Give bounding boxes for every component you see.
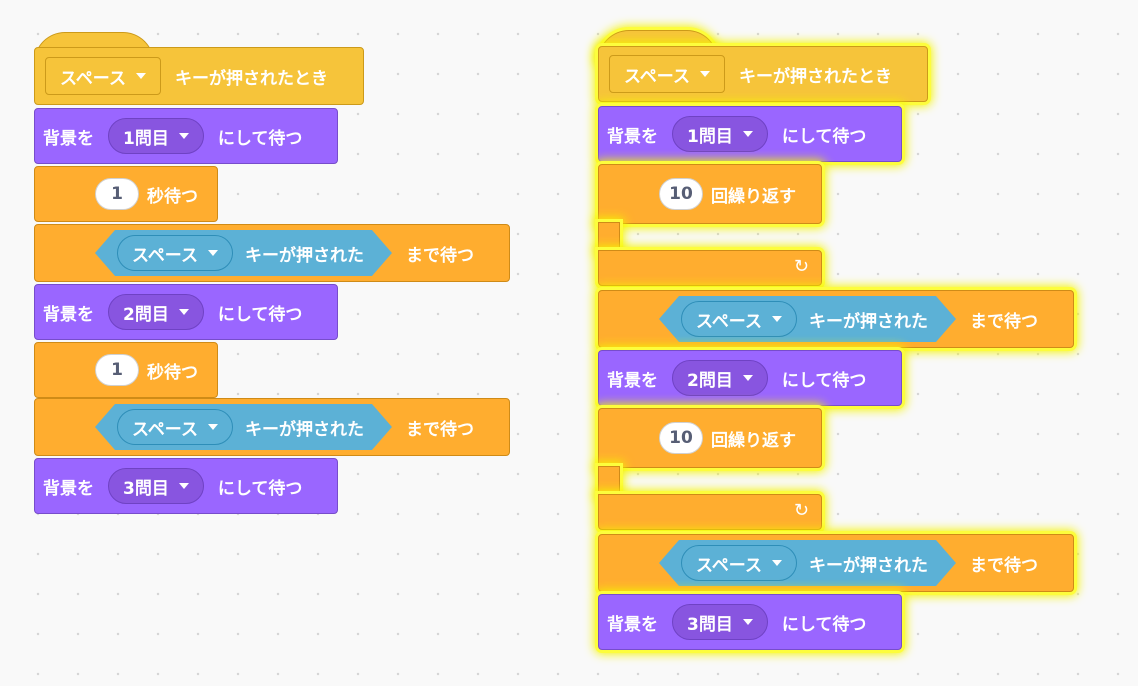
seconds-input[interactable]: 1 (95, 354, 139, 386)
chevron-down-icon (742, 619, 753, 625)
backdrop-dropdown[interactable]: 1問目 (672, 116, 768, 152)
switch-backdrop-block[interactable]: 背景を 1問目 にして待つ (34, 108, 338, 164)
switch-backdrop-block[interactable]: 背景を 2問目 にして待つ (598, 350, 902, 406)
chevron-down-icon (772, 560, 782, 566)
wait-seconds-block[interactable]: 1 秒待つ (34, 166, 218, 222)
block-label: まで待つ (405, 419, 474, 440)
repeat-side-arm (598, 466, 620, 496)
key-dropdown-value: スペース (132, 419, 198, 440)
block-label: 背景を (43, 128, 94, 149)
block-label: にして待つ (217, 478, 303, 499)
chevron-down-icon (742, 375, 753, 381)
chevron-down-icon (178, 483, 189, 489)
key-dropdown-value: スペース (624, 66, 690, 87)
switch-backdrop-block[interactable]: 背景を 1問目 にして待つ (598, 106, 902, 162)
hat-label: キーが押されたとき (738, 66, 892, 87)
chevron-down-icon (772, 316, 782, 322)
backdrop-value: 3問目 (123, 478, 169, 499)
switch-backdrop-block[interactable]: 背景を 3問目 にして待つ (598, 594, 902, 650)
repeat-bottom-arm: ↻ (598, 250, 822, 286)
boolean-label: キーが押された (244, 419, 364, 440)
block-label: にして待つ (781, 370, 867, 391)
repeat-side-arm (598, 222, 620, 252)
block-label: 背景を (43, 478, 94, 499)
wait-until-block[interactable]: スペース キーが押された まで待つ (598, 290, 1074, 348)
key-pressed-boolean[interactable]: スペース キーが押された (659, 296, 956, 342)
when-key-pressed-block[interactable]: スペース キーが押されたとき (598, 46, 928, 102)
backdrop-value: 1問目 (687, 126, 733, 147)
block-label: 背景を (43, 304, 94, 325)
key-dropdown[interactable]: スペース (681, 301, 797, 337)
block-label: 回繰り返す (711, 430, 796, 451)
block-label: にして待つ (781, 614, 867, 635)
chevron-down-icon (178, 309, 189, 315)
repeat-block[interactable]: 10 回繰り返す (598, 164, 822, 224)
boolean-label: キーが押された (808, 311, 928, 332)
backdrop-dropdown[interactable]: 2問目 (108, 294, 204, 330)
key-dropdown-value: スペース (60, 68, 126, 89)
key-pressed-boolean[interactable]: スペース キーが押された (659, 540, 956, 586)
chevron-down-icon (699, 71, 710, 77)
key-dropdown-value: スペース (696, 311, 762, 332)
key-dropdown[interactable]: スペース (117, 235, 233, 271)
key-dropdown-value: スペース (132, 245, 198, 266)
hat-label: キーが押されたとき (174, 68, 328, 89)
block-label: 背景を (607, 614, 658, 635)
repeat-count-input[interactable]: 10 (659, 422, 703, 454)
backdrop-dropdown[interactable]: 1問目 (108, 118, 204, 154)
key-pressed-boolean[interactable]: スペース キーが押された (95, 404, 392, 450)
backdrop-dropdown[interactable]: 2問目 (672, 360, 768, 396)
repeat-arrow-icon: ↻ (793, 256, 809, 277)
block-label: 背景を (607, 370, 658, 391)
backdrop-value: 2問目 (687, 370, 733, 391)
chevron-down-icon (742, 131, 753, 137)
switch-backdrop-block[interactable]: 背景を 3問目 にして待つ (34, 458, 338, 514)
backdrop-dropdown[interactable]: 3問目 (672, 604, 768, 640)
repeat-arrow-icon: ↻ (793, 500, 809, 521)
chevron-down-icon (208, 424, 218, 430)
block-label: にして待つ (217, 304, 303, 325)
backdrop-value: 1問目 (123, 128, 169, 149)
backdrop-dropdown[interactable]: 3問目 (108, 468, 204, 504)
chevron-down-icon (208, 250, 218, 256)
repeat-count-input[interactable]: 10 (659, 178, 703, 210)
wait-until-block[interactable]: スペース キーが押された まで待つ (598, 534, 1074, 592)
backdrop-value: 2問目 (123, 304, 169, 325)
block-label: にして待つ (781, 126, 867, 147)
block-label: まで待つ (405, 245, 474, 266)
block-label: まで待つ (969, 311, 1038, 332)
block-label: 背景を (607, 126, 658, 147)
key-dropdown[interactable]: スペース (681, 545, 797, 581)
block-label: 秒待つ (147, 362, 198, 383)
repeat-block[interactable]: 10 回繰り返す (598, 408, 822, 468)
block-label: にして待つ (217, 128, 303, 149)
block-label: 秒待つ (147, 186, 198, 207)
boolean-label: キーが押された (808, 555, 928, 576)
boolean-label: キーが押された (244, 245, 364, 266)
seconds-input[interactable]: 1 (95, 178, 139, 210)
key-dropdown[interactable]: スペース (609, 55, 725, 93)
key-pressed-boolean[interactable]: スペース キーが押された (95, 230, 392, 276)
backdrop-value: 3問目 (687, 614, 733, 635)
wait-until-block[interactable]: スペース キーが押された まで待つ (34, 224, 510, 282)
when-key-pressed-block[interactable]: スペース キーが押されたとき (34, 47, 364, 105)
repeat-bottom-arm: ↻ (598, 494, 822, 530)
key-dropdown[interactable]: スペース (117, 409, 233, 445)
chevron-down-icon (135, 73, 146, 79)
wait-until-block[interactable]: スペース キーが押された まで待つ (34, 398, 510, 456)
block-label: まで待つ (969, 555, 1038, 576)
key-dropdown[interactable]: スペース (45, 57, 161, 95)
wait-seconds-block[interactable]: 1 秒待つ (34, 342, 218, 398)
key-dropdown-value: スペース (696, 555, 762, 576)
chevron-down-icon (178, 133, 189, 139)
switch-backdrop-block[interactable]: 背景を 2問目 にして待つ (34, 284, 338, 340)
block-label: 回繰り返す (711, 186, 796, 207)
